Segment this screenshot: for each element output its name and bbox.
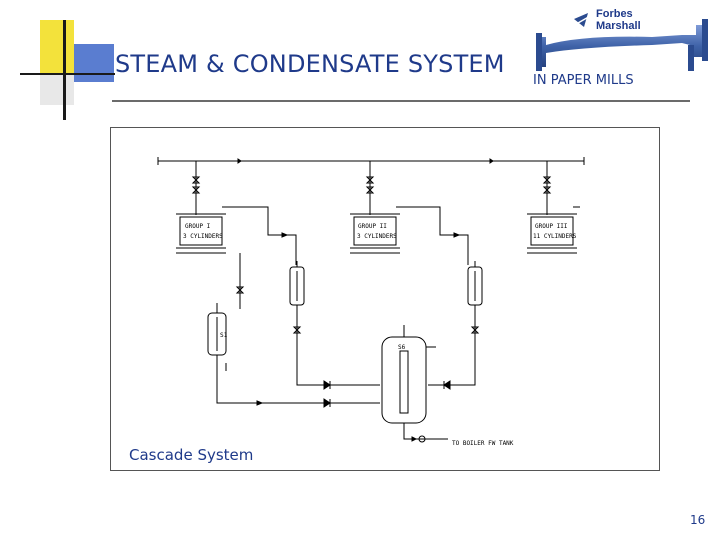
drain-valve-icon: [292, 326, 302, 334]
title-divider: [112, 100, 690, 102]
header-valve-icon: [489, 158, 494, 164]
group-3-cylinders: GROUP III 11 CYLINDERS: [527, 213, 577, 254]
decor-yellow-square: [40, 20, 74, 75]
check-valve-icon: [323, 398, 331, 408]
check-valve-icon: [443, 380, 451, 390]
group-inlet-valve-icon: [542, 176, 552, 194]
forbes-marshall-logo: Forbes Marshall: [536, 8, 708, 71]
drain-valve-icon: [470, 326, 480, 334]
decor-horizontal-line: [20, 73, 115, 75]
link-valve-icon: [281, 232, 461, 238]
decor-blue-square: [74, 44, 114, 82]
diagram-frame: [110, 127, 660, 471]
group-2-cylinders: GROUP II 3 CYLINDERS: [350, 213, 400, 254]
separator-s1: S1: [207, 303, 228, 356]
decor-vertical-line: [63, 20, 66, 120]
cascade-schematic: GROUP I 3 CYLINDERS GROUP II 3 CYLINDERS…: [157, 157, 585, 447]
group-1-label: GROUP I: [185, 223, 211, 230]
line-valve-icon: [256, 400, 264, 406]
group-2-label: GROUP II: [358, 223, 387, 230]
page-number: 16: [690, 513, 706, 527]
logo-line2: Marshall: [596, 20, 641, 32]
check-valve-icon: [323, 380, 331, 390]
drain-valve-icon: [235, 286, 245, 294]
group-inlet-valve-icon: [365, 176, 375, 194]
flash-vessel-2: [467, 261, 483, 306]
group-3-label: GROUP III: [535, 223, 568, 230]
group-inlet-valve-icon: [191, 176, 201, 194]
header-valve-icon: [237, 158, 242, 164]
slide-subtitle: IN PAPER MILLS: [533, 73, 634, 88]
diagram-caption: Cascade System: [129, 446, 254, 464]
group-1-sublabel: 3 CYLINDERS: [183, 233, 223, 240]
main-separator-s6: S6: [381, 325, 427, 424]
group-2-sublabel: 3 CYLINDERS: [357, 233, 397, 240]
outlet-label: TO BOILER FW TANK: [452, 440, 514, 447]
forbes-marshall-emblem-icon: [574, 13, 593, 27]
decor-gray-square: [40, 75, 74, 105]
separator-s6-label: S6: [398, 344, 406, 351]
outlet-pump-icon: [411, 435, 426, 443]
separator-s1-label: S1: [220, 332, 228, 339]
group-1-cylinders: GROUP I 3 CYLINDERS: [176, 213, 226, 254]
group-3-sublabel: 11 CYLINDERS: [533, 233, 577, 240]
flash-vessel-1: [289, 261, 305, 306]
logo-line1: Forbes: [596, 8, 633, 20]
slide-title: STEAM & CONDENSATE SYSTEM: [115, 50, 505, 78]
